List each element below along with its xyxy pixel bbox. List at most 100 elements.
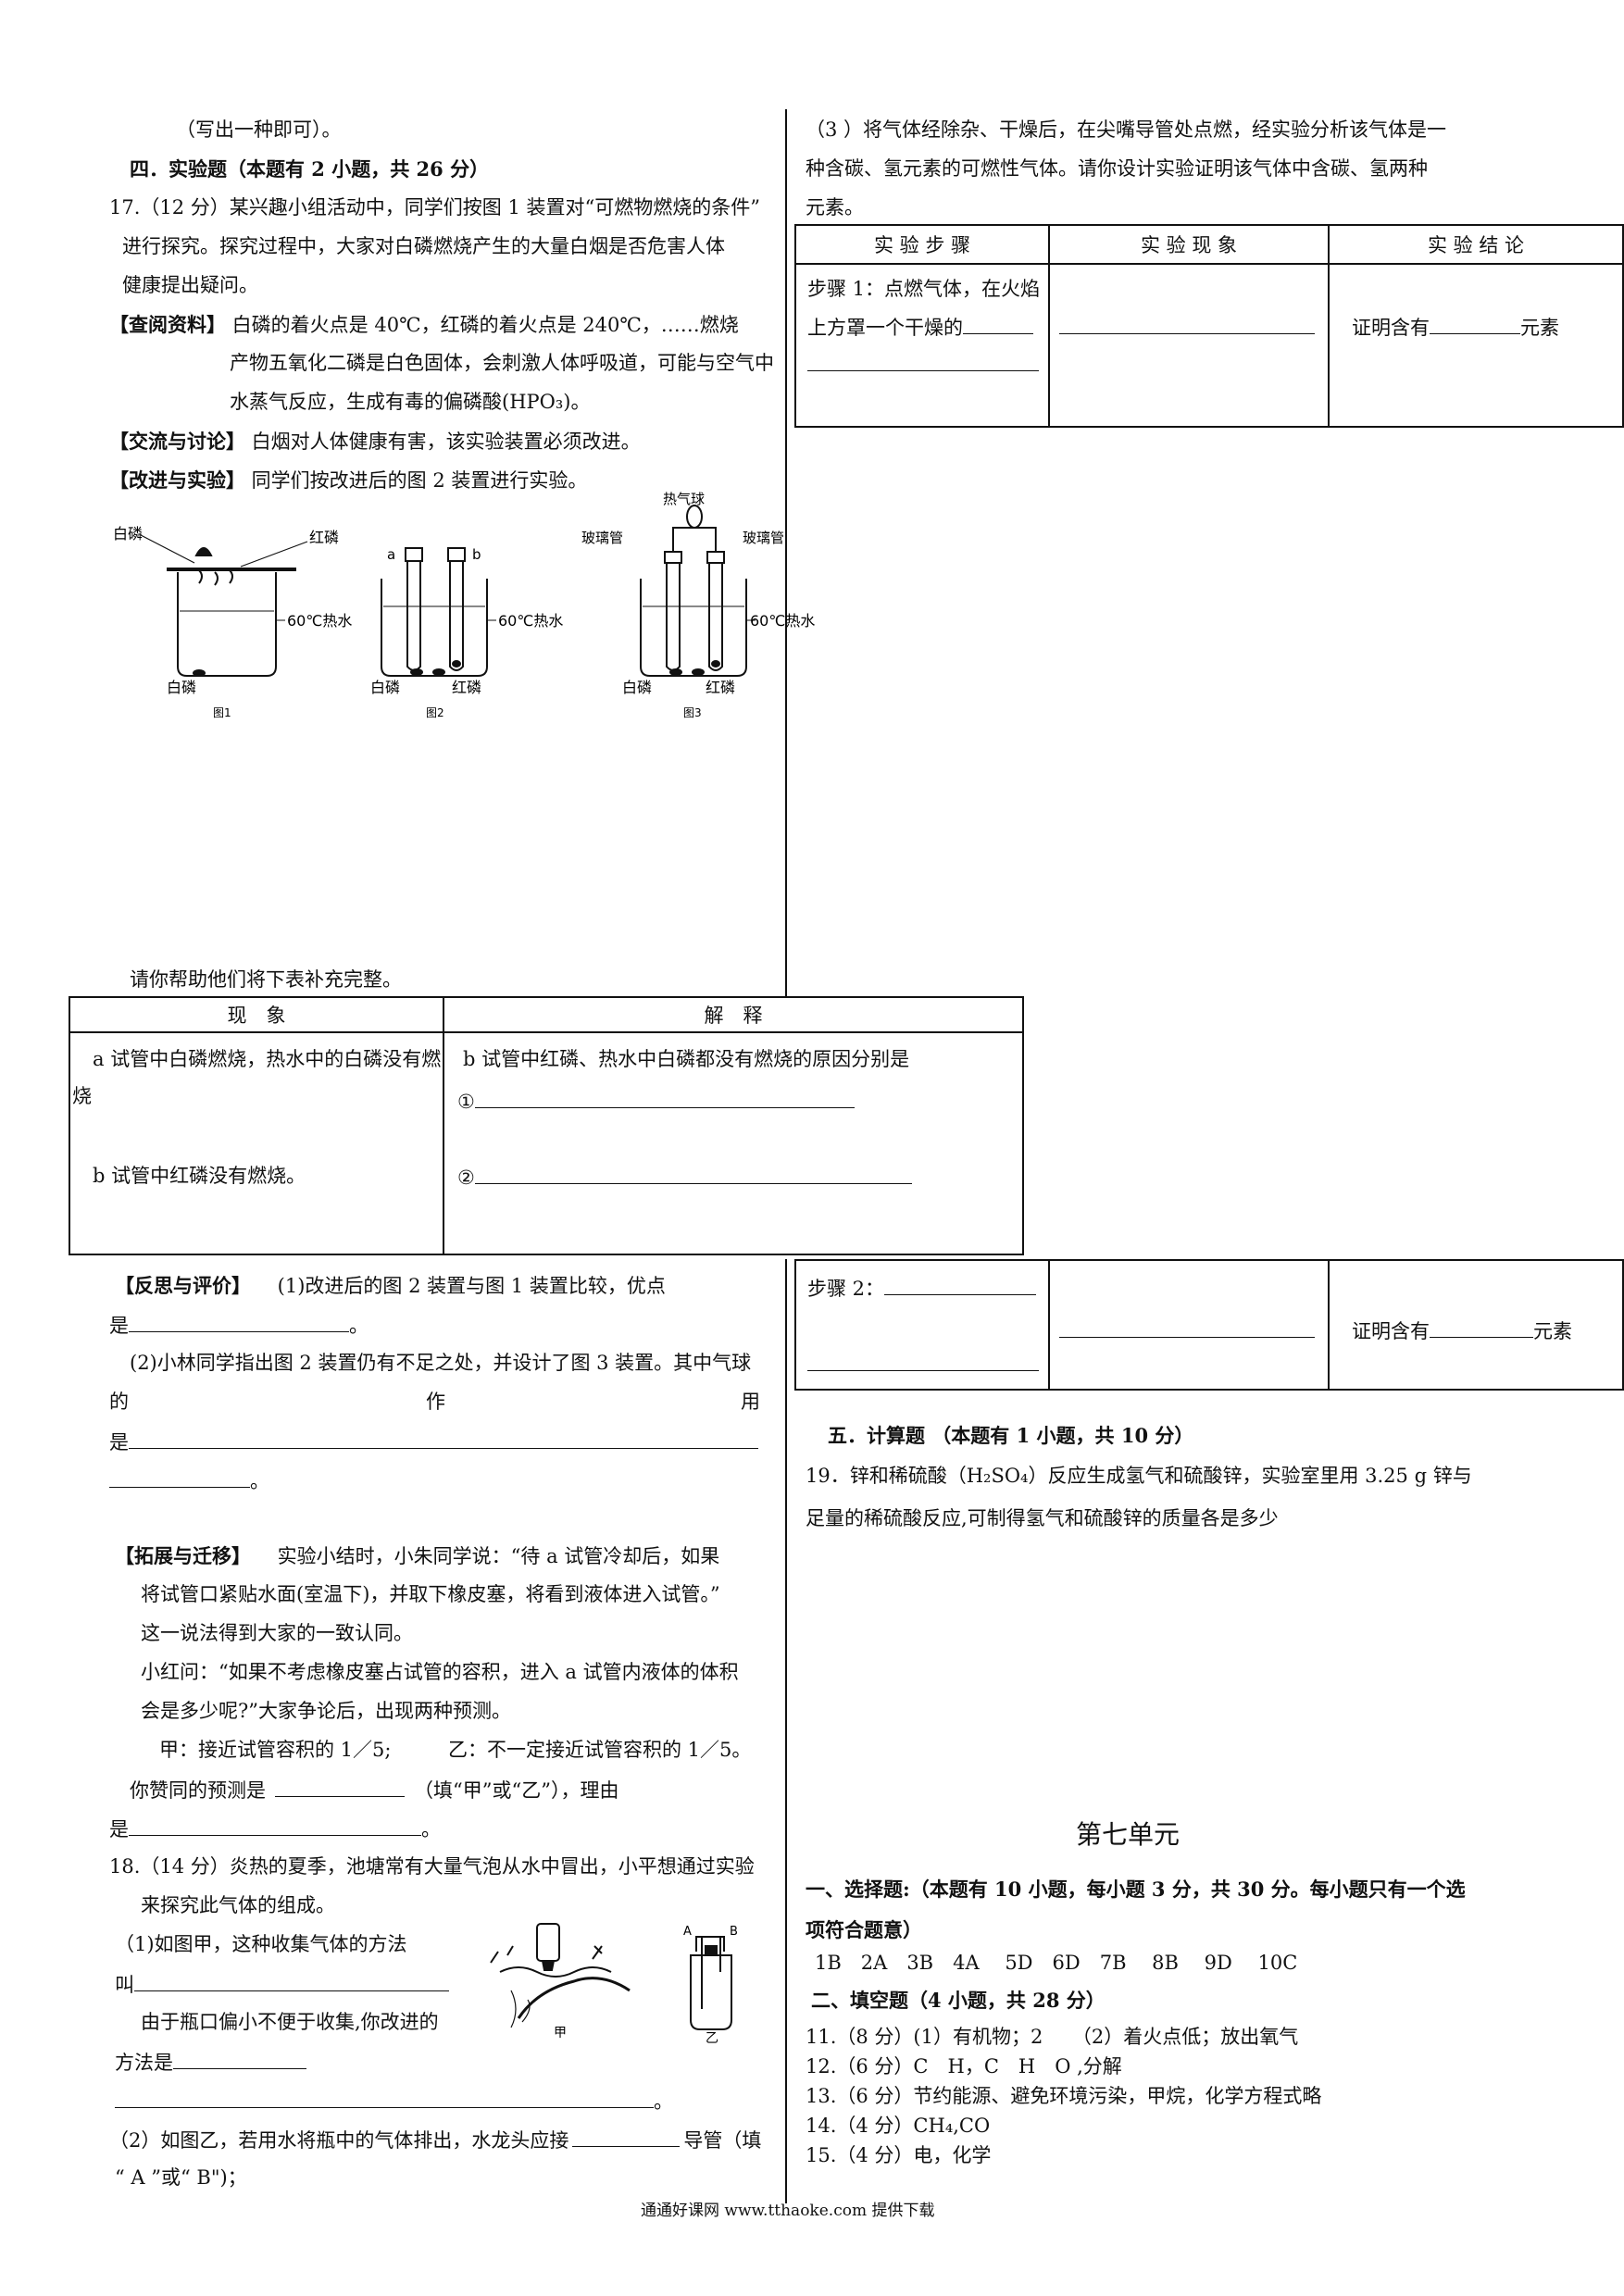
answer-blank[interactable] xyxy=(474,1167,912,1184)
reflection-line4c: 用 xyxy=(741,1391,760,1413)
fig3-balloon-label: 热气球 xyxy=(663,491,705,507)
unit7-answer-14: 14.（4 分）CH₄,CO xyxy=(806,2115,991,2137)
answer-blank[interactable] xyxy=(275,1779,405,1797)
unit7-answer-13: 13.（6 分）节约能源、避免环境污染，甲烷，化学方程式略 xyxy=(806,2085,1322,2107)
column-divider-upper xyxy=(785,109,787,996)
fig3-caption: 图3 xyxy=(683,706,702,719)
fig1-hot-water-label: 60℃热水 xyxy=(287,612,352,630)
answer-blank[interactable] xyxy=(1059,1320,1315,1338)
fig3-red-phosphorus-label: 红磷 xyxy=(706,679,735,696)
answer-blank[interactable] xyxy=(173,2052,306,2069)
fig1-red-phosphorus-label: 红磷 xyxy=(309,529,339,546)
figure-3 xyxy=(640,505,756,677)
fig2-hot-water-label: 60℃热水 xyxy=(498,612,563,630)
improvement-line: 【改进与实验】 同学们按改进后的图 2 装置进行实验。 xyxy=(109,470,587,491)
answer-blank[interactable] xyxy=(963,317,1033,334)
step-header: 实 验 步 骤 xyxy=(794,224,1050,265)
section-4-title: 四．实验题（本题有 2 小题，共 26 分） xyxy=(130,157,490,181)
q18-line5: 由于瓶口偏小不便于收集,你改进的 xyxy=(141,2011,439,2033)
answer-blank[interactable] xyxy=(1430,1320,1533,1338)
unit7-answer-11: 11.（8 分）(1）有机物；2 （2）着火点低；放出氧气 xyxy=(806,2026,1299,2048)
experiment-design-table-continued: 步骤 2： 证明含有元素 xyxy=(794,1259,1624,1391)
reflection-line4a: 的 xyxy=(109,1391,129,1413)
answer-blank[interactable] xyxy=(134,1974,449,1991)
step1-phenomenon-cell xyxy=(1048,263,1330,428)
figure-yi-caption: 乙 xyxy=(706,2031,718,2046)
phenomenon-explanation-table: 现 象 解 释 a 试管中白磷燃烧，热水中的白磷没有燃 烧 b 试管中红磷没有燃… xyxy=(69,996,1024,1255)
answer-blank[interactable] xyxy=(115,2090,654,2108)
discussion-tag: 【交流与讨论】 xyxy=(109,430,245,453)
q18-line7: 。 xyxy=(115,2090,673,2112)
q18-line6: 方法是 xyxy=(115,2052,306,2073)
page-footer: 通通好课网 www.tthaoke.com 提供下载 xyxy=(641,2202,935,2220)
answer-blank[interactable] xyxy=(474,1091,855,1108)
fig3-white-phosphorus-label: 白磷 xyxy=(622,679,652,696)
extension-prediction-jia: 甲：接近试管容积的 1／5; xyxy=(159,1739,392,1761)
q17-line1: 17.（12 分）某兴趣小组活动中，同学们按图 1 装置对“可燃物燃烧的条件” xyxy=(109,196,760,218)
improvement-tag: 【改进与实验】 xyxy=(109,468,245,492)
q18-line1: 18.（14 分）炎热的夏季，池塘常有大量气泡从水中冒出，小平想通过实验 xyxy=(109,1855,755,1878)
column-divider-lower xyxy=(785,1259,787,2203)
answer-blank[interactable] xyxy=(1059,317,1315,334)
reference-line3: 水蒸气反应，生成有毒的偏磷酸(HPO₃)。 xyxy=(230,391,591,413)
phenomenon-header: 实 验 现 象 xyxy=(1048,224,1330,265)
unit7-section2-title: 二、填空题（4 小题，共 28 分） xyxy=(811,1989,1106,2012)
answer-blank[interactable] xyxy=(129,1818,421,1836)
step1-cell: 步骤 1：点燃气体，在火焰 上方罩一个干燥的 xyxy=(794,263,1050,428)
table1-header-explanation: 解 释 xyxy=(443,996,1024,1033)
figure-jia-caption: 甲 xyxy=(554,2026,567,2040)
extension-line1: 【拓展与迁移】 实验小结时，小朱同学说：“待 a 试管冷却后，如果 xyxy=(115,1544,720,1567)
figure-yi-port-B: B xyxy=(730,1925,738,1939)
conclusion-header: 实 验 结 论 xyxy=(1328,224,1624,265)
fig3-hot-water-label: 60℃热水 xyxy=(750,612,815,630)
step1-conclusion-cell: 证明含有元素 xyxy=(1328,263,1624,428)
improvement-text: 同学们按改进后的图 2 装置进行实验。 xyxy=(245,469,588,492)
answer-blank[interactable] xyxy=(109,1470,250,1488)
discussion-line: 【交流与讨论】 白烟对人体健康有害，该实验装置必须改进。 xyxy=(109,431,641,452)
q17-line2: 进行探究。探究过程中，大家对白磷燃烧产生的大量白烟是否危害人体 xyxy=(122,235,725,257)
answer-blank[interactable] xyxy=(807,354,1039,371)
q19-line1: 19．锌和稀硫酸（H₂SO₄）反应生成氢气和硫酸锌，实验室里用 3.25 g 锌… xyxy=(806,1465,1472,1487)
extension-line4: 小红问：“如果不考虑橡皮塞占试管的容积，进入 a 试管内液体的体积 xyxy=(141,1661,739,1683)
q19-line2: 足量的稀硫酸反应,可制得氢气和硫酸锌的质量各是多少 xyxy=(806,1507,1279,1529)
fig2-tube-a-label: a xyxy=(387,546,395,563)
reflection-line4b: 作 xyxy=(426,1391,445,1413)
reference-line1: 【查阅资料】 白磷的着火点是 40℃，红磷的着火点是 240℃，……燃烧 xyxy=(109,315,739,335)
fig2-tube-b-label: b xyxy=(472,546,481,563)
extension-line3: 这一说法得到大家的一致认同。 xyxy=(141,1622,413,1644)
reflection-line1: 【反思与评价】 (1)改进后的图 2 装置与图 1 装置比较，优点 xyxy=(115,1274,666,1297)
reflection-line5: 是 xyxy=(109,1431,758,1453)
answer-note: （写出一种即可）。 xyxy=(176,119,342,141)
answer-blank[interactable] xyxy=(129,1431,758,1449)
q18-line3: （1)如图甲，这种收集气体的方法 xyxy=(115,1933,407,1955)
table1-explanation-cell: b 试管中红磷、热水中白磷都没有燃烧的原因分别是 ① ② xyxy=(443,1031,1024,1255)
reflection-line3: (2)小林同学指出图 2 装置仍有不足之处，并设计了图 3 装置。其中气球 xyxy=(130,1352,752,1374)
step2-cell: 步骤 2： xyxy=(794,1259,1050,1391)
answer-blank[interactable] xyxy=(1430,317,1520,334)
unit7-title: 第七单元 xyxy=(1076,1819,1181,1850)
explanation-blank-2: ② xyxy=(457,1167,912,1188)
answer-blank[interactable] xyxy=(807,1354,1039,1371)
reflection-line2: 是。 xyxy=(109,1315,369,1337)
answer-blank[interactable] xyxy=(572,2129,681,2147)
experiment-design-table: 实 验 步 骤 实 验 现 象 实 验 结 论 步骤 1：点燃气体，在火焰 上方… xyxy=(794,224,1624,428)
discussion-text: 白烟对人体健康有害，该实验装置必须改进。 xyxy=(245,430,641,453)
answer-blank[interactable] xyxy=(129,1315,349,1332)
section-5-title: 五．计算题 （本题有 1 小题，共 10 分） xyxy=(828,1424,1194,1447)
experiment-figures: 白磷 红磷 60℃热水 白磷 图1 a b 60℃热水 白磷 红磷 图2 热气球… xyxy=(113,491,815,719)
q18-line4: 叫 xyxy=(115,1974,449,1995)
phenomenon-b: b 试管中红磷没有燃烧。 xyxy=(93,1165,306,1187)
q18-line9: “ A ”或“ B")； xyxy=(115,2166,247,2189)
fig1-bottom-phosphorus-label: 白磷 xyxy=(167,679,196,696)
explanation-intro: b 试管中红磷、热水中白磷都没有燃烧的原因分别是 xyxy=(463,1048,910,1070)
fig2-white-phosphorus-label: 白磷 xyxy=(370,679,400,696)
extension-line8: 是。 xyxy=(109,1818,441,1841)
reflection-line6: 。 xyxy=(109,1470,269,1491)
answer-blank[interactable] xyxy=(884,1278,1037,1295)
unit7-section1-line1: 一、选择题:（本题有 10 小题，每小题 3 分，共 30 分。每小题只有一个选 xyxy=(806,1878,1466,1901)
q17-line3: 健康提出疑问。 xyxy=(122,274,258,296)
unit7-answer-12: 12.（6 分）C H，C H O ,分解 xyxy=(806,2055,1122,2078)
figure-yi xyxy=(690,1936,732,2030)
figure-yi-port-A: A xyxy=(683,1925,692,1939)
unit7-section1-line2: 项符合题意） xyxy=(806,1918,922,1941)
